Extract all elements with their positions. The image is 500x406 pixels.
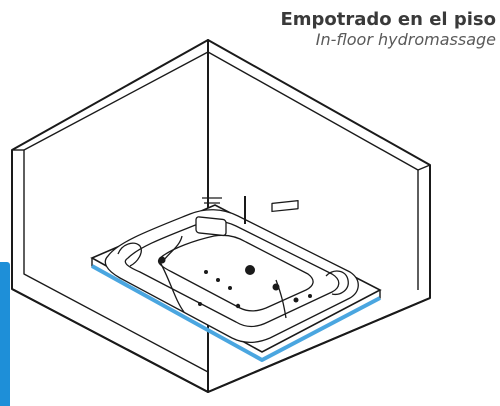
accent-side-bar: [0, 262, 10, 406]
hydromassage-bathtub-icon: [104, 196, 359, 344]
page-title: Empotrado en el piso: [280, 9, 496, 30]
jets: [158, 256, 312, 309]
page-subtitle: In-floor hydromassage: [315, 29, 496, 49]
title-block: Empotrado en el piso In-floor hydromassa…: [280, 9, 496, 49]
